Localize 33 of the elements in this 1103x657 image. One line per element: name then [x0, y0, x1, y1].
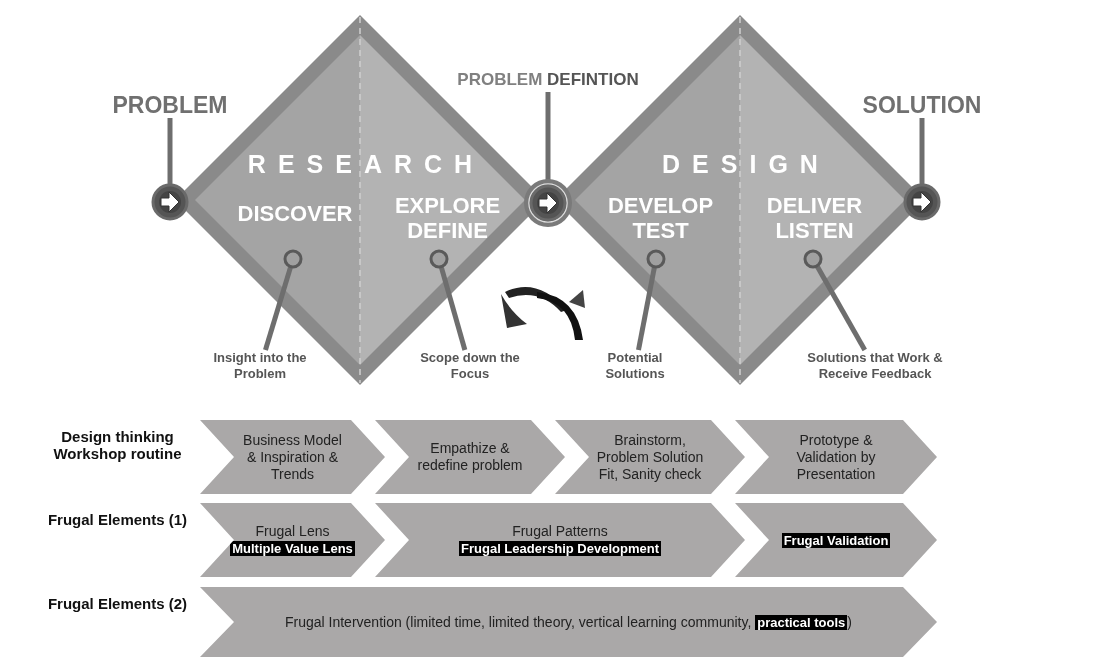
leader-line	[263, 266, 293, 351]
stage-title: DESIGN	[661, 150, 831, 179]
caption-text: Solutions that Work & Receive Feedback	[806, 350, 944, 382]
heading-text: PROBLEM DEFINTION	[456, 70, 640, 90]
step-text: Frugal Lens	[255, 523, 330, 540]
step-text: Empathize & redefine problem	[416, 440, 524, 474]
row-heading: Design thinking Workshop routine	[52, 428, 183, 462]
step-text: Business Model & Inspiration & Trends	[242, 431, 343, 483]
step-text: Frugal Patterns	[512, 523, 608, 540]
step-text: Frugal Intervention (limited time, limited theory, vertical learning community, practical tools)	[285, 613, 852, 631]
step-text: Prototype & Validation by Presentation	[795, 431, 877, 483]
leader-line	[439, 266, 468, 351]
connector-line	[545, 92, 551, 180]
caption-text: Potential Solutions	[604, 350, 666, 382]
heading-text: SOLUTION	[862, 92, 982, 119]
caption-text: Scope down the Focus	[419, 350, 521, 382]
step-text: Brainstorm, Problem Solution Fit, Sanity check	[595, 431, 705, 483]
leader-line	[636, 267, 657, 351]
leader-line	[815, 265, 867, 352]
connector-line	[167, 118, 173, 184]
connector-line	[919, 118, 925, 184]
highlighted-text: Multiple Value Lens	[230, 541, 355, 556]
stage-step: EXPLORE DEFINE	[385, 193, 510, 243]
row-heading: Frugal Elements (2)	[46, 595, 189, 612]
highlighted-text: Frugal Leadership Development	[459, 541, 661, 556]
caption-text: Insight into the Problem	[212, 350, 308, 382]
heading-text: PROBLEM	[111, 92, 229, 119]
stage-step: DISCOVER	[237, 200, 353, 226]
stage-title: RESEARCH	[246, 150, 486, 179]
stage-step: DELIVER LISTEN	[752, 193, 877, 243]
row-heading: Frugal Elements (1)	[46, 511, 189, 528]
highlighted-text: Frugal Validation	[781, 532, 891, 548]
stage-step: DEVELOP TEST	[598, 193, 723, 243]
